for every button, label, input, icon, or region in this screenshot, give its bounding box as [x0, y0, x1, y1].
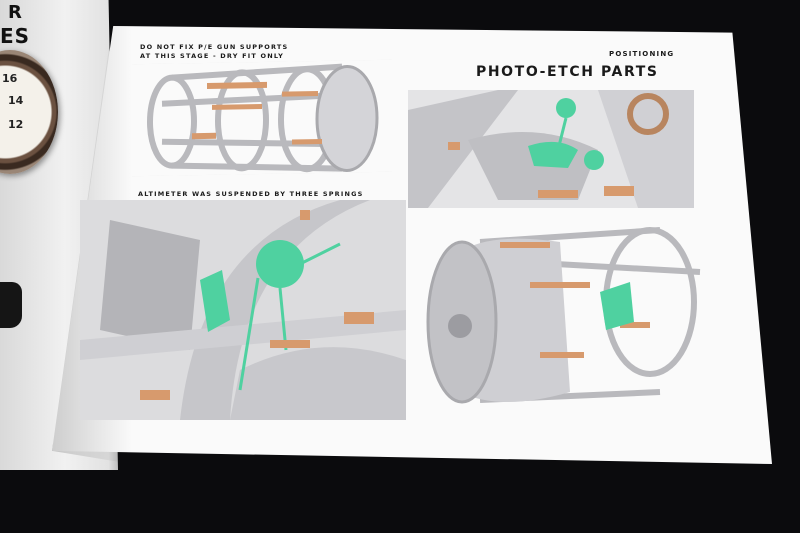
- cockpit-illustration: [408, 90, 694, 208]
- drum-illustration: [420, 222, 712, 420]
- knob-image: [0, 282, 22, 328]
- render-cage-top-left: [132, 59, 392, 177]
- note-line-1: DO NOT FIX P/E GUN SUPPORTS: [140, 43, 289, 51]
- page-title: PHOTO-ETCH PARTS: [476, 64, 659, 80]
- left-page-text-second: ES: [0, 24, 31, 48]
- render-altimeter-bottom-left: [80, 200, 406, 420]
- gun-support-note: DO NOT FIX P/E GUN SUPPORTS AT THIS STAG…: [140, 43, 288, 61]
- render-cockpit-top-right: [408, 90, 694, 208]
- note-line-2: AT THIS STAGE - DRY FIT ONLY: [140, 52, 285, 60]
- altimeter-illustration: [80, 200, 406, 420]
- altimeter-note: ALTIMETER WAS SUSPENDED BY THREE SPRINGS: [138, 190, 364, 198]
- left-page-text-top: R: [8, 2, 23, 23]
- gauge-number: 14: [8, 94, 24, 107]
- gauge-number: 16: [2, 72, 18, 85]
- cage-illustration: [132, 59, 392, 177]
- render-drum-bottom-right: [420, 222, 712, 420]
- gauge-number: 12: [8, 118, 24, 131]
- positioning-kicker: POSITIONING: [609, 50, 675, 58]
